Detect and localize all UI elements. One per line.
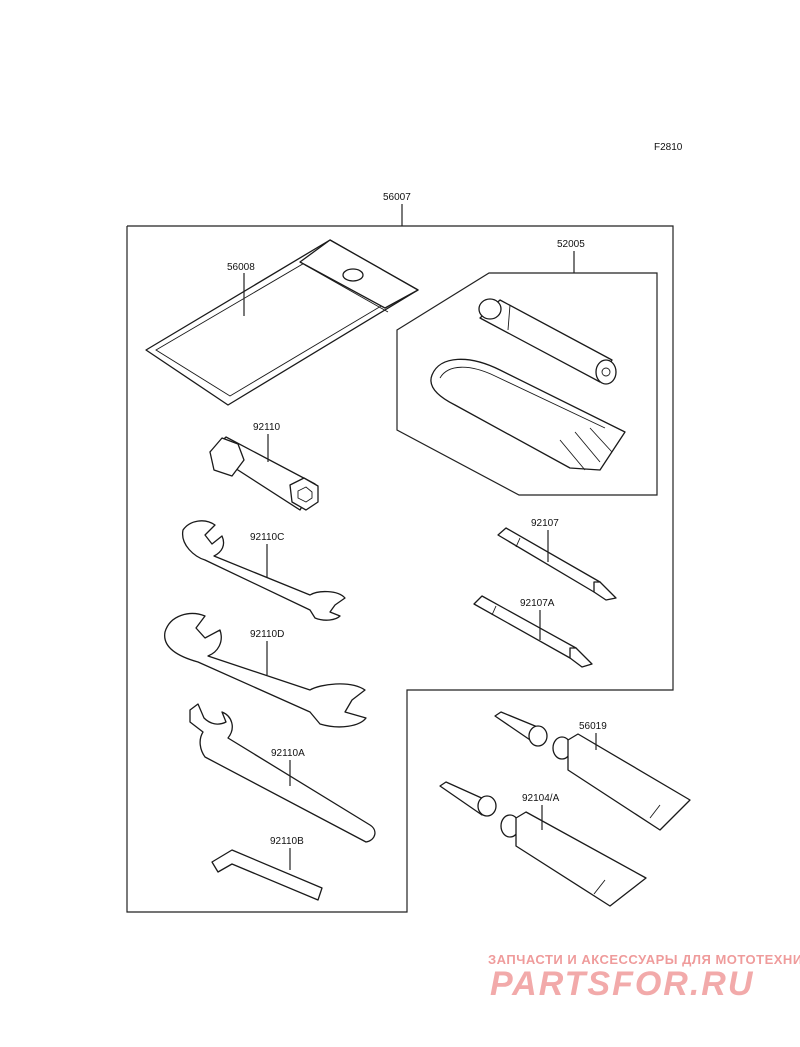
repair-kit-frame [396, 272, 658, 496]
kit-frame [126, 225, 674, 913]
label-56008: 56008 [227, 262, 255, 273]
label-92104a: 92104/A [522, 793, 560, 804]
label-92110a: 92110A [271, 748, 305, 759]
label-92110d: 92110D [250, 629, 284, 640]
label-92107a: 92107A [520, 598, 555, 609]
repair-kit-tube [478, 298, 617, 385]
label-56019: 56019 [579, 721, 607, 732]
tube-92104a [439, 781, 647, 907]
hook-wrench [189, 703, 376, 843]
watermark-tagline: ЗАПЧАСТИ И АКСЕССУАРЫ ДЛЯ МОТОТЕХНИКИ [488, 952, 800, 967]
plug-wrench [209, 436, 319, 511]
tool-bag [145, 239, 419, 406]
label-92110c: 92110C [250, 532, 284, 543]
screwdriver [497, 527, 617, 601]
repair-kit-pouch [430, 358, 626, 471]
label-56007: 56007 [383, 192, 411, 203]
label-92110b: 92110B [270, 836, 304, 847]
hex-key [211, 849, 323, 901]
figure-code: F2810 [654, 142, 683, 153]
wrench-d [164, 612, 367, 728]
label-52005: 52005 [557, 239, 585, 250]
wrench-c [182, 520, 346, 621]
label-92107: 92107 [531, 518, 559, 529]
screwdriver-a [473, 595, 593, 668]
tube-56019 [494, 711, 691, 831]
label-92110: 92110 [253, 422, 281, 433]
watermark-brand: PARTSFOR.RU [490, 965, 754, 1003]
